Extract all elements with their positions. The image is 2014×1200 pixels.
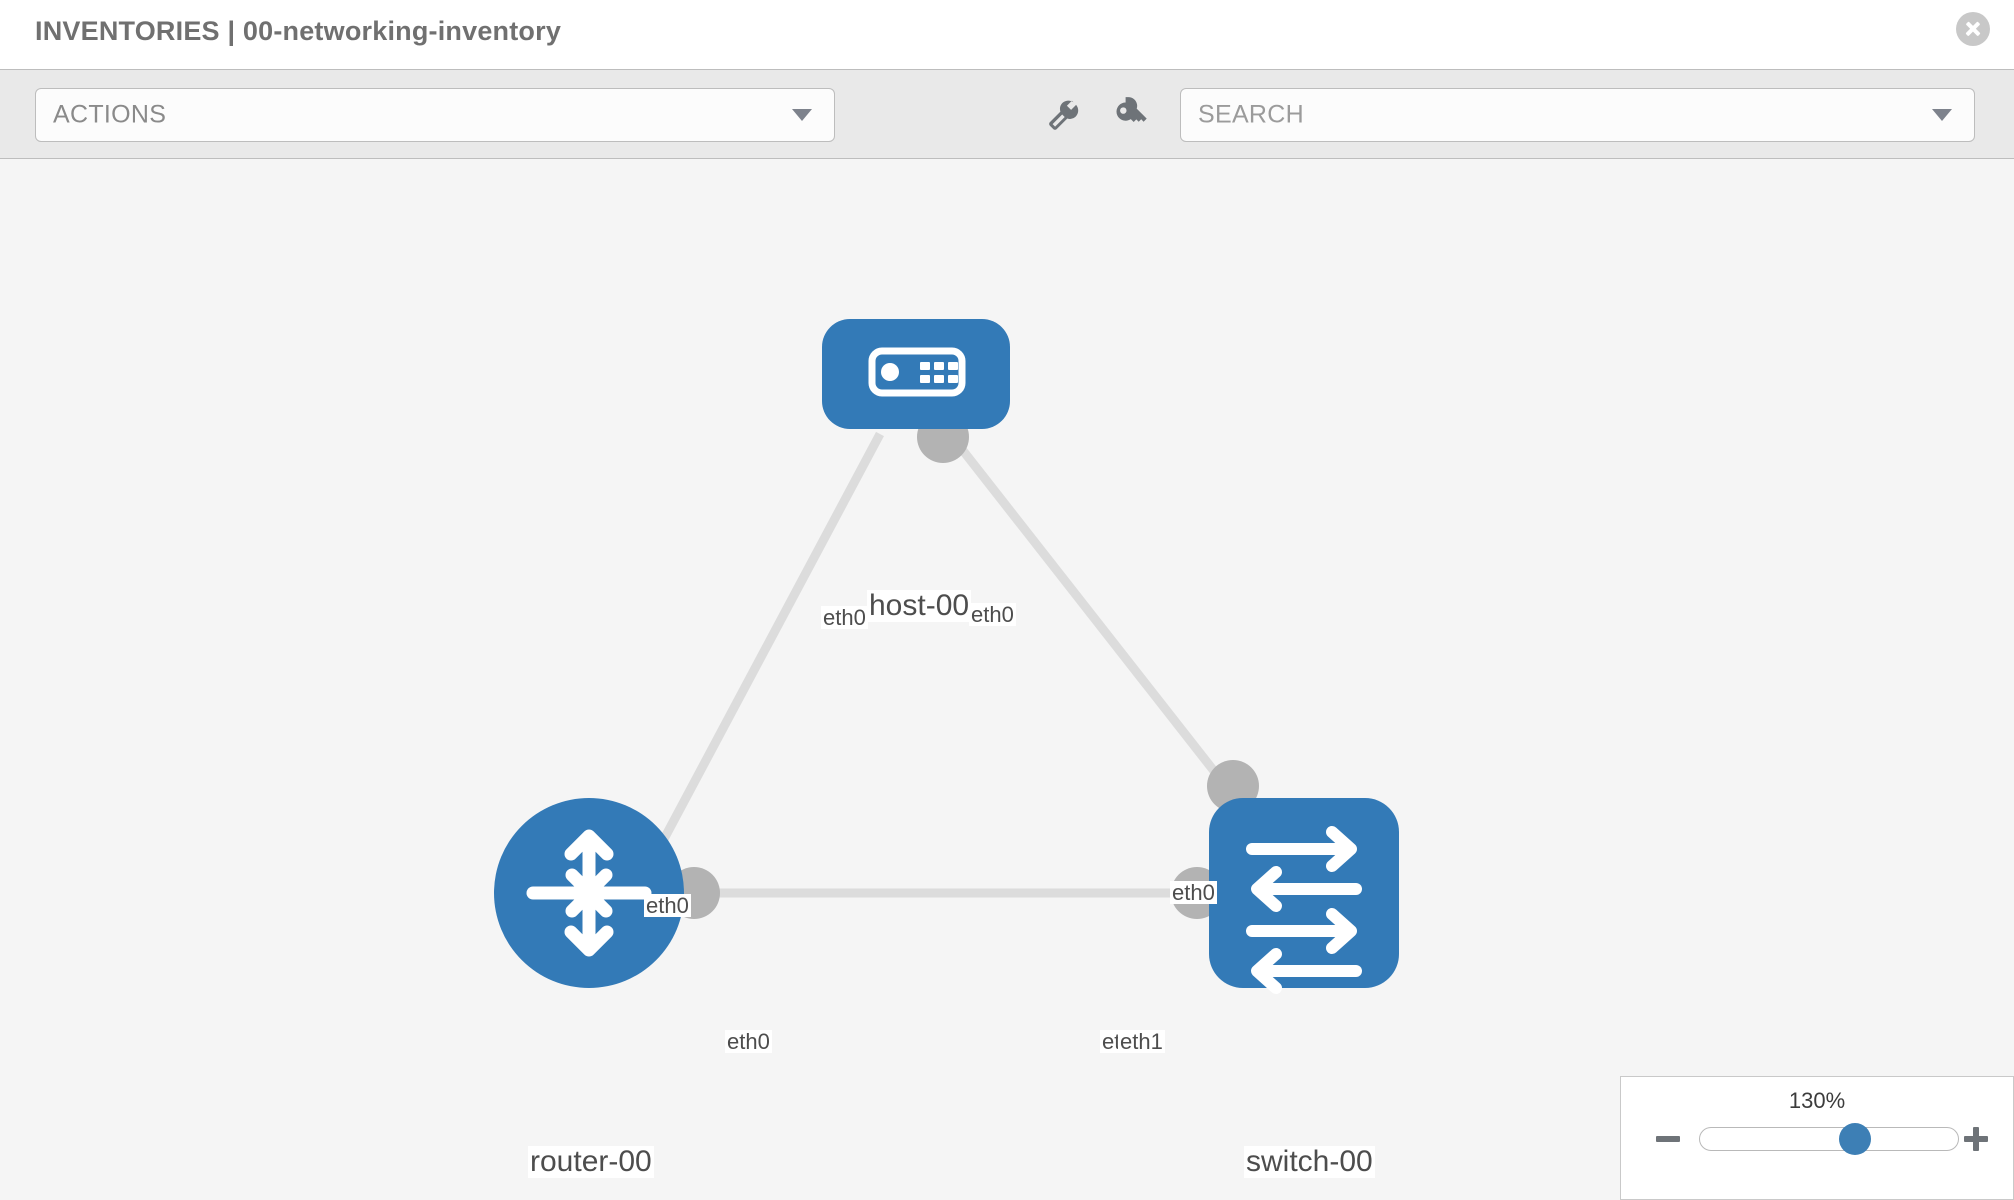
search-placeholder: SEARCH <box>1198 100 1304 129</box>
chevron-down-icon <box>792 109 812 121</box>
wrench-icon[interactable] <box>1043 96 1083 136</box>
toolbar: ACTIONS SEARCH <box>0 69 2014 159</box>
link-host-switch <box>946 431 1236 797</box>
edge-label-router-eth0-right: eth0 <box>725 1029 772 1054</box>
topology-graph <box>494 319 1399 994</box>
actions-dropdown[interactable]: ACTIONS <box>35 88 835 142</box>
edge-label-host-eth0-left: eth0 <box>821 605 868 630</box>
switch-arrows-icon <box>1246 826 1362 994</box>
chevron-down-icon <box>1932 109 1952 121</box>
node-label-host-00: host-00 <box>867 589 972 622</box>
actions-dropdown-label: ACTIONS <box>53 100 167 129</box>
link-host-router <box>636 431 884 887</box>
zoom-level-value: 130% <box>1788 1088 1846 1113</box>
node-label-switch-00: switch-00 <box>1244 1145 1375 1178</box>
node-label-router-00: router-00 <box>528 1145 654 1178</box>
edge-label-switch-eth0-up: eth0 <box>1170 880 1217 905</box>
edge-label-router-eth0-up: eth0 <box>644 893 691 918</box>
zoom-slider[interactable] <box>1699 1123 1959 1155</box>
server-icon <box>868 347 966 397</box>
zoom-in-button[interactable] <box>1961 1124 1991 1154</box>
zoom-slider-thumb[interactable] <box>1838 1123 1871 1155</box>
topology-canvas[interactable]: eth0 host-00 eth0 eth0 eth0 eth0 eth eth… <box>0 159 2014 1200</box>
node-switch-00 <box>1209 798 1399 994</box>
zoom-control: 130% <box>1620 1076 2014 1200</box>
router-arrows-icon <box>526 829 652 957</box>
search-input[interactable]: SEARCH <box>1180 88 1975 142</box>
edge-label-switch-eth1: eth1 <box>1118 1029 1165 1054</box>
zoom-out-button[interactable] <box>1653 1124 1683 1154</box>
page-title: INVENTORIES | 00-networking-inventory <box>35 16 562 46</box>
key-icon[interactable] <box>1110 96 1150 136</box>
node-host-00 <box>822 319 1010 429</box>
edge-label-host-eth0-right: eth0 <box>969 602 1016 627</box>
node-router-00 <box>494 798 684 988</box>
page-header: INVENTORIES | 00-networking-inventory <box>0 0 2014 69</box>
close-icon[interactable] <box>1956 12 1990 46</box>
